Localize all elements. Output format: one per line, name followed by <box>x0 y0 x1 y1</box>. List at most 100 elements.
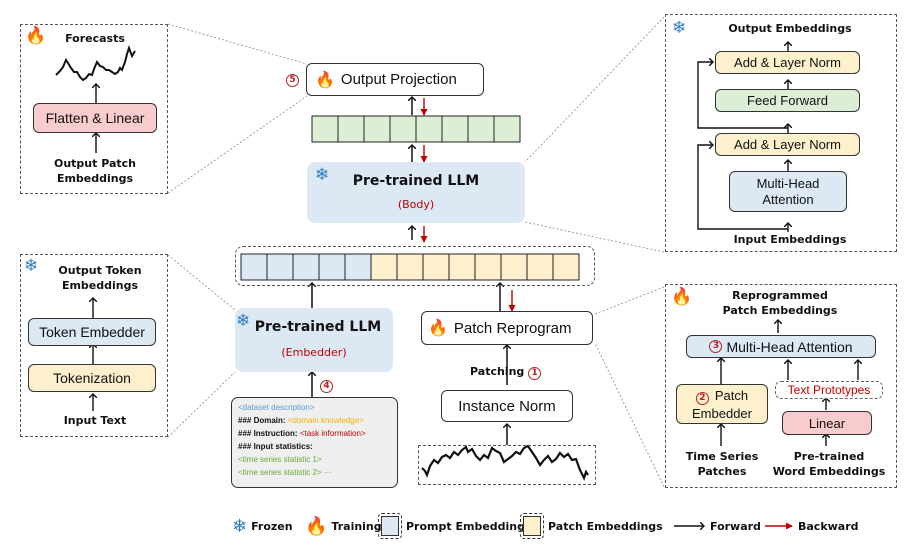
connector-embedder-top <box>167 254 236 311</box>
label-line: Patches <box>697 465 747 478</box>
prompt-template: <dataset description> ### Domain: <domai… <box>231 397 398 488</box>
add-layer-norm-bottom-box: Add & Layer Norm <box>715 133 860 156</box>
instance-norm-box: Instance Norm <box>441 390 573 422</box>
frozen-icon: ❄ <box>672 18 687 38</box>
label-line: Time Series <box>685 450 759 463</box>
label-line: Patch <box>714 387 749 403</box>
legend-prompt-swatch <box>381 516 399 536</box>
prompt-embedding-cell <box>292 253 320 281</box>
embedding-cells <box>240 253 580 281</box>
legend-frozen: ❄ Frozen <box>232 514 293 538</box>
training-icon: 🔥 <box>305 515 328 537</box>
multi-head-attention-box: Multi-Head Attention <box>729 171 847 212</box>
reprogram-panel-arrows <box>721 320 858 446</box>
label-line: Patch Embeddings <box>722 304 838 317</box>
frozen-icon: ❄ <box>236 311 251 331</box>
patching-label: Patching 1 <box>470 364 560 380</box>
patch-embedding-cell <box>526 253 554 281</box>
prompt-stats-line: ### Input statistics: <box>238 440 391 453</box>
prompt-instruction-line: ### Instruction: <task information> <box>238 427 391 440</box>
legend-patch-label: Patch Embeddings <box>548 519 663 533</box>
label-line: Embeddings <box>61 279 139 292</box>
legend-forward-label: Forward <box>710 519 761 533</box>
llm-output-cell <box>389 115 417 143</box>
legend-prompt: Prompt Embeddings <box>378 513 532 539</box>
prompt-embedding-cell <box>266 253 294 281</box>
llm-output-cell <box>493 115 521 143</box>
llm-body-subtitle: (Body) <box>397 198 435 211</box>
connector-output-top <box>167 23 308 65</box>
legend-forward: Forward <box>706 514 761 538</box>
transformer-panel <box>665 14 897 252</box>
output-panel <box>20 24 168 194</box>
tokenization-box: Tokenization <box>28 364 156 392</box>
prompt-embedding-cell <box>318 253 346 281</box>
legend-prompt-label: Prompt Embeddings <box>406 519 532 533</box>
prompt-ellipsis: ··· <box>323 468 332 477</box>
label-line: Multi-Head <box>756 175 820 191</box>
training-icon: 🔥 <box>428 320 448 337</box>
forecast-series <box>55 45 136 82</box>
reprogrammed-embeddings-label: Reprogrammed Patch Embeddings <box>710 288 850 318</box>
label-line: Attention <box>762 191 814 207</box>
frozen-icon: ❄ <box>232 515 248 537</box>
label-line: Reprogrammed <box>732 289 828 302</box>
step-4-badge: 4 <box>320 380 333 393</box>
linear-box: Linear <box>782 411 872 435</box>
transformer-arrows <box>697 42 788 232</box>
patch-embedding-cell <box>396 253 424 281</box>
patch-reprogram-label: Patch Reprogram <box>453 319 572 337</box>
label-line: Output Token <box>58 264 142 277</box>
legend-patch-swatch-frame <box>520 513 544 539</box>
llm-output-cell <box>415 115 443 143</box>
patch-reprogram-box: 🔥 Patch Reprogram <box>421 311 593 345</box>
output-projection-box: 🔥 Output Projection <box>306 63 484 96</box>
prompt-dataset-description: <dataset description> <box>238 403 315 412</box>
step-1-badge: 1 <box>528 367 542 380</box>
step-5-badge: 5 <box>286 74 299 87</box>
output-patch-embeddings-label: Output Patch Embeddings <box>30 156 160 186</box>
llm-body-box: ❄ Pre-trained LLM (Body) <box>307 162 525 223</box>
llm-output-cells <box>311 115 521 143</box>
prompt-domain-value: <domain knowledge> <box>287 416 364 425</box>
label-line: Output Patch <box>53 157 137 170</box>
flatten-linear-box: Flatten & Linear <box>33 103 157 133</box>
legend-patch: Patch Embeddings <box>520 513 663 539</box>
training-icon: 🔥 <box>315 71 335 89</box>
output-embeddings-label: Output Embeddings <box>728 22 852 35</box>
llm-embedder-title: Pre-trained LLM <box>254 319 382 335</box>
training-icon: 🔥 <box>25 26 47 46</box>
frozen-icon: ❄ <box>24 256 39 276</box>
word-embeddings-label: Pre-trained Word Embeddings <box>770 449 888 479</box>
patching-text: Patching <box>470 365 525 378</box>
legend-backward: Backward <box>794 514 859 538</box>
input-embeddings-label: Input Embeddings <box>733 233 847 246</box>
llm-output-cell <box>467 115 495 143</box>
llm-output-cell <box>441 115 469 143</box>
legend-patch-swatch <box>523 516 541 536</box>
connector-body-top <box>524 16 665 163</box>
llm-output-cell <box>337 115 365 143</box>
connector-embedder-bottom <box>167 371 236 438</box>
reprogram-mha-label: Multi-Head Attention <box>726 338 853 355</box>
prompt-stat-2-line: <time series statistic 2> ··· <box>238 466 391 479</box>
input-text-label: Input Text <box>63 414 127 427</box>
connector-reprogram-bottom <box>594 342 665 488</box>
legend-prompt-swatch-frame <box>378 513 402 539</box>
llm-embedder-subtitle: (Embedder) <box>281 346 347 359</box>
legend-frozen-label: Frozen <box>251 519 293 533</box>
step-2-badge: 2 <box>695 391 709 405</box>
prompt-stats-label: ### Input statistics: <box>238 442 313 451</box>
token-embedder-box: Token Embedder <box>28 318 156 346</box>
llm-body-title: Pre-trained LLM <box>352 173 480 189</box>
patch-embedding-cell <box>422 253 450 281</box>
prompt-domain-label: ### Domain: <box>238 416 286 425</box>
add-layer-norm-top-box: Add & Layer Norm <box>715 51 860 74</box>
step-3-badge: 3 <box>709 340 723 353</box>
forecasts-label: Forecasts <box>65 32 125 45</box>
text-prototypes-box: Text Prototypes <box>775 381 883 399</box>
patch-embedding-cell <box>552 253 580 281</box>
patch-embedder-line1: 2 Patch <box>695 387 749 405</box>
